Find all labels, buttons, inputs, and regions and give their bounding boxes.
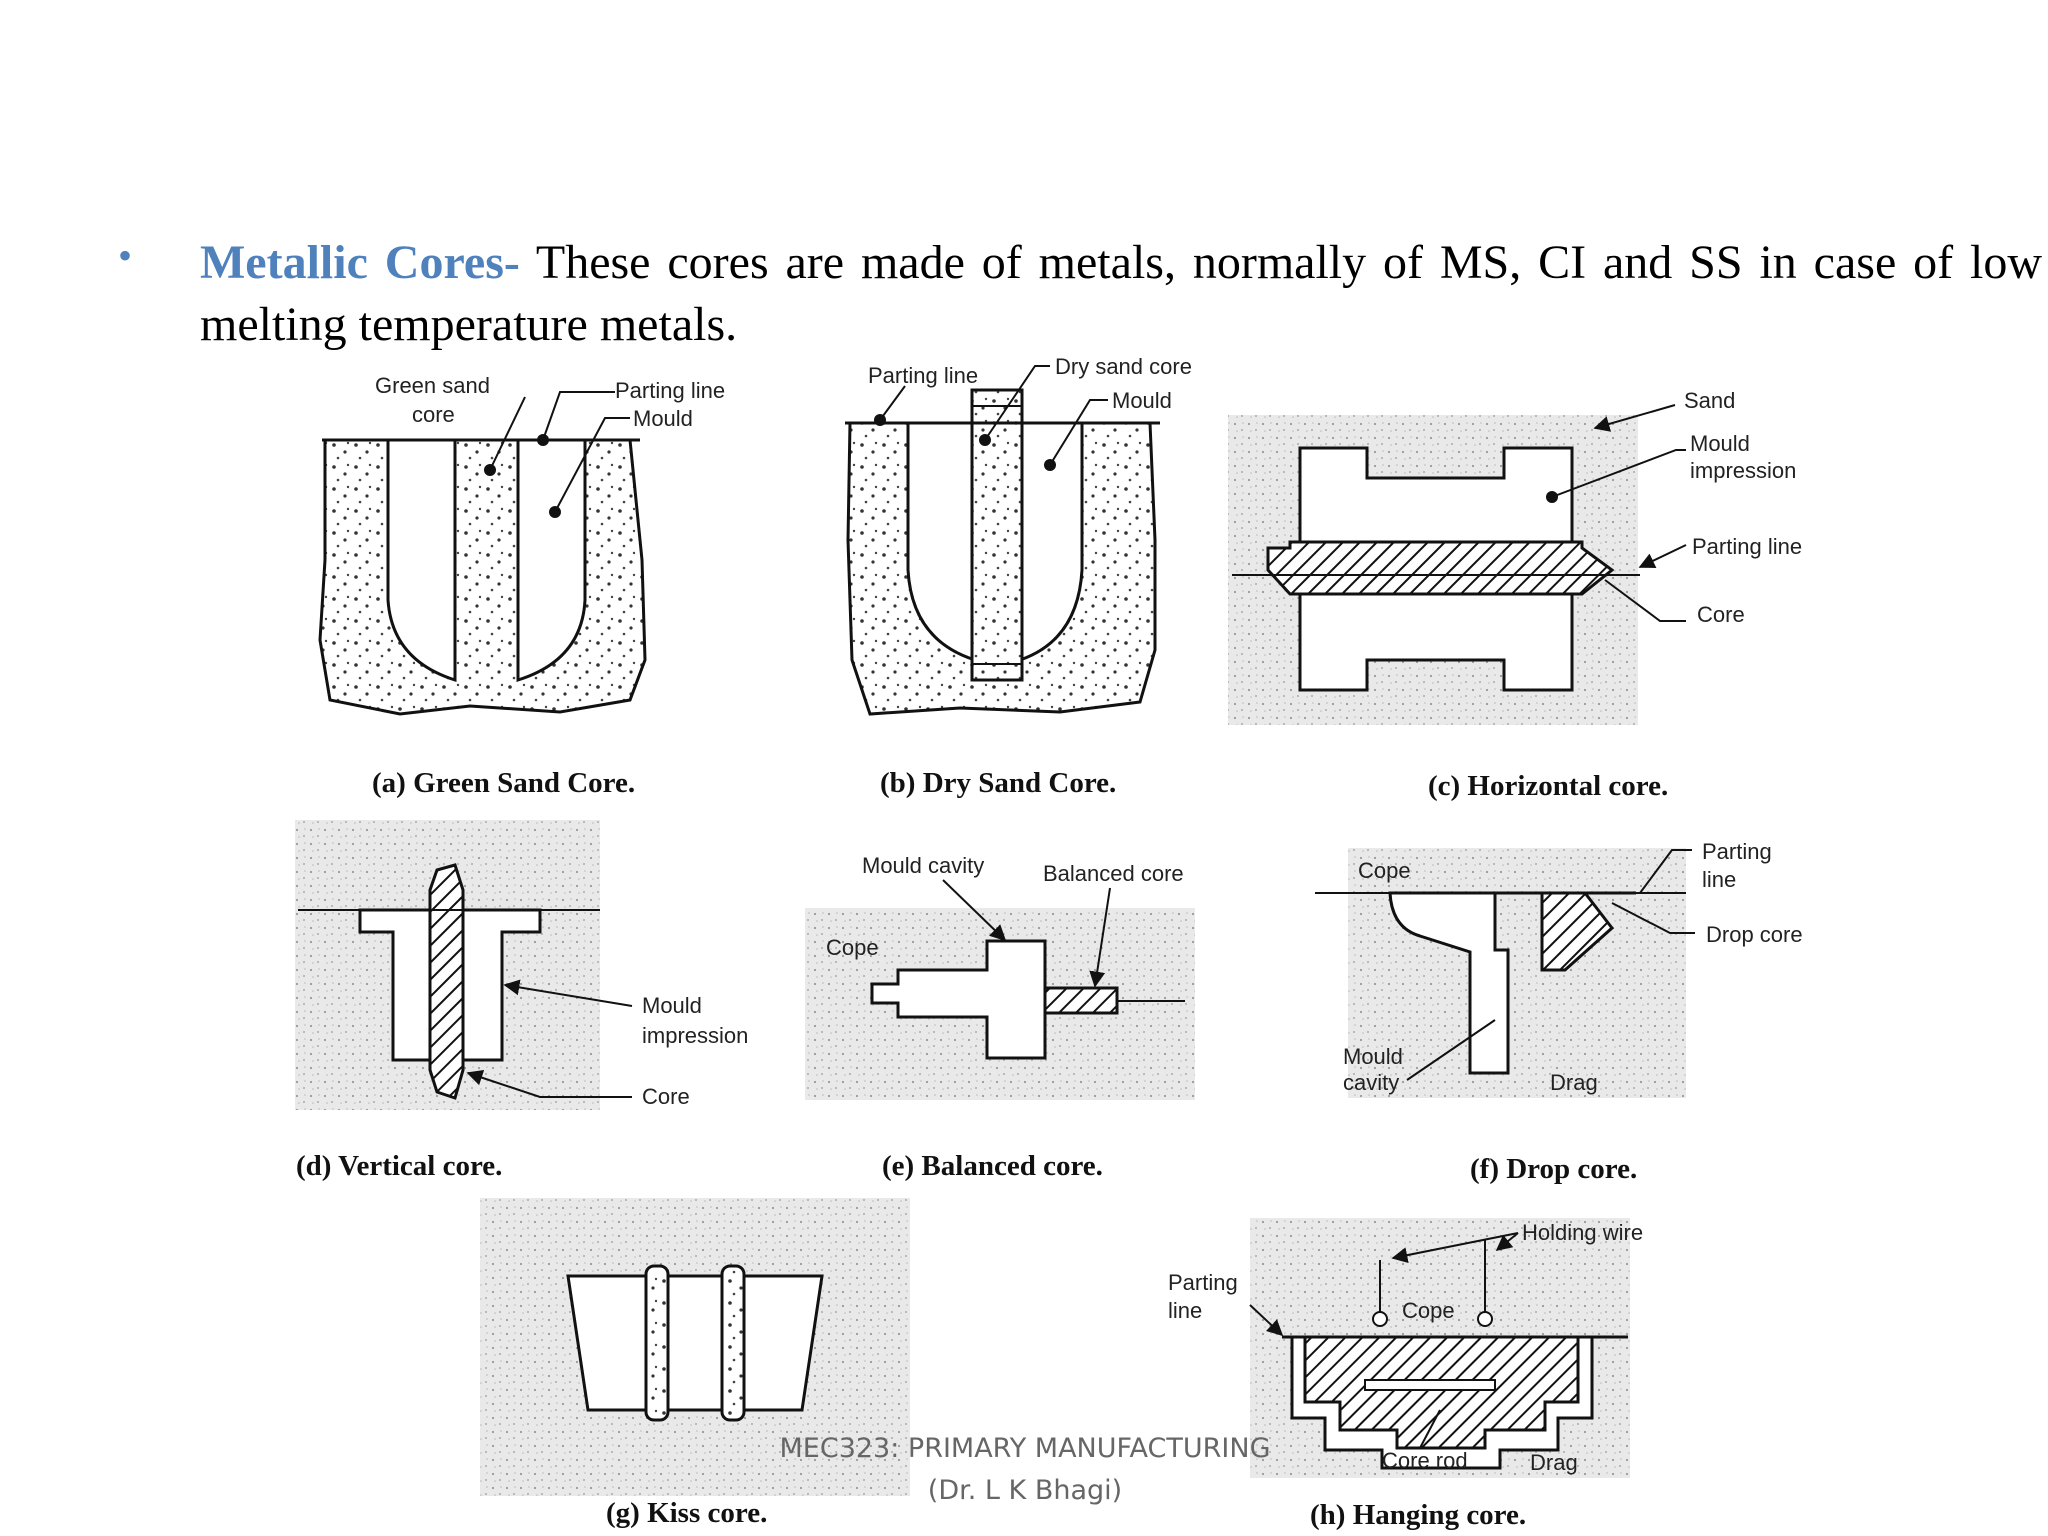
label-mould: Mould bbox=[1343, 1044, 1403, 1069]
label-impression: impression bbox=[1690, 458, 1796, 483]
label-parting-line: Parting line bbox=[1692, 534, 1802, 559]
bullet-text: These cores are made of metals, normally… bbox=[200, 236, 2042, 351]
caption-c: (c) Horizontal core. bbox=[1428, 770, 1668, 802]
bullet-keyword: Metallic Cores- bbox=[200, 236, 520, 289]
figure-hanging-core: Holding wire Parting line Cope Core rod … bbox=[1168, 1218, 1643, 1531]
label-line: line bbox=[1702, 867, 1736, 892]
figure-drop-core: Cope Parting line Drop core Mould cavity… bbox=[1315, 839, 1803, 1185]
footer-author: (Dr. L K Bhagi) bbox=[927, 1475, 1123, 1506]
bullet-marker: • bbox=[118, 233, 133, 278]
label-cope: Cope bbox=[1402, 1298, 1455, 1323]
label-line: line bbox=[1168, 1298, 1202, 1323]
slide-footer: MEC323: PRIMARY MANUFACTURING (Dr. L K B… bbox=[700, 1428, 1350, 1512]
caption-h: (h) Hanging core. bbox=[1310, 1499, 1526, 1531]
label-cavity: cavity bbox=[1343, 1070, 1399, 1095]
label-mould: Mould bbox=[633, 406, 693, 431]
figure-green-sand-core: Green sand core Parting line Mould (a) G… bbox=[318, 373, 725, 799]
label-holding-wire: Holding wire bbox=[1522, 1220, 1643, 1245]
figure-horizontal-core: Sand Mould impression Parting line Core … bbox=[1228, 388, 1802, 802]
label-core-rod: Core rod bbox=[1382, 1448, 1468, 1473]
label-drag: Drag bbox=[1530, 1450, 1578, 1475]
label-parting: Parting bbox=[1168, 1270, 1238, 1295]
label-dry-sand-core: Dry sand core bbox=[1055, 354, 1192, 379]
label-parting-line: Parting line bbox=[868, 363, 978, 388]
figure-vertical-core: Mould impression Core (d) Vertical core. bbox=[295, 820, 748, 1182]
bullet-paragraph: Metallic Cores- These cores are made of … bbox=[200, 232, 2042, 356]
figure-balanced-core: Mould cavity Balanced core Cope (e) Bala… bbox=[805, 853, 1195, 1182]
label-cope: Cope bbox=[826, 935, 879, 960]
caption-e: (e) Balanced core. bbox=[882, 1150, 1103, 1182]
label-drop-core: Drop core bbox=[1706, 922, 1803, 947]
caption-d: (d) Vertical core. bbox=[296, 1150, 502, 1182]
label-core: Core bbox=[642, 1084, 690, 1109]
label-mould-cavity: Mould cavity bbox=[862, 853, 984, 878]
label-mould: Mould bbox=[1112, 388, 1172, 413]
caption-f: (f) Drop core. bbox=[1470, 1153, 1637, 1185]
caption-a: (a) Green Sand Core. bbox=[372, 767, 635, 799]
caption-b: (b) Dry Sand Core. bbox=[880, 767, 1116, 799]
label-mould: Mould bbox=[642, 993, 702, 1018]
label-drag: Drag bbox=[1550, 1070, 1598, 1095]
label-parting-line: Parting line bbox=[615, 378, 725, 403]
label-green-sand: Green sand bbox=[375, 373, 490, 398]
caption-g: (g) Kiss core. bbox=[606, 1497, 767, 1529]
label-impression: impression bbox=[642, 1023, 748, 1048]
figure-dry-sand-core: Parting line Dry sand core Mould (b) Dry… bbox=[845, 354, 1192, 799]
label-balanced-core: Balanced core bbox=[1043, 861, 1184, 886]
label-cope: Cope bbox=[1358, 858, 1411, 883]
figure-kiss-core: (g) Kiss core. bbox=[480, 1198, 910, 1529]
footer-course: MEC323: PRIMARY MANUFACTURING bbox=[779, 1433, 1271, 1464]
label-sand: Sand bbox=[1684, 388, 1735, 413]
label-mould: Mould bbox=[1690, 431, 1750, 456]
label-parting: Parting bbox=[1702, 839, 1772, 864]
label-core: core bbox=[412, 402, 455, 427]
label-core: Core bbox=[1697, 602, 1745, 627]
